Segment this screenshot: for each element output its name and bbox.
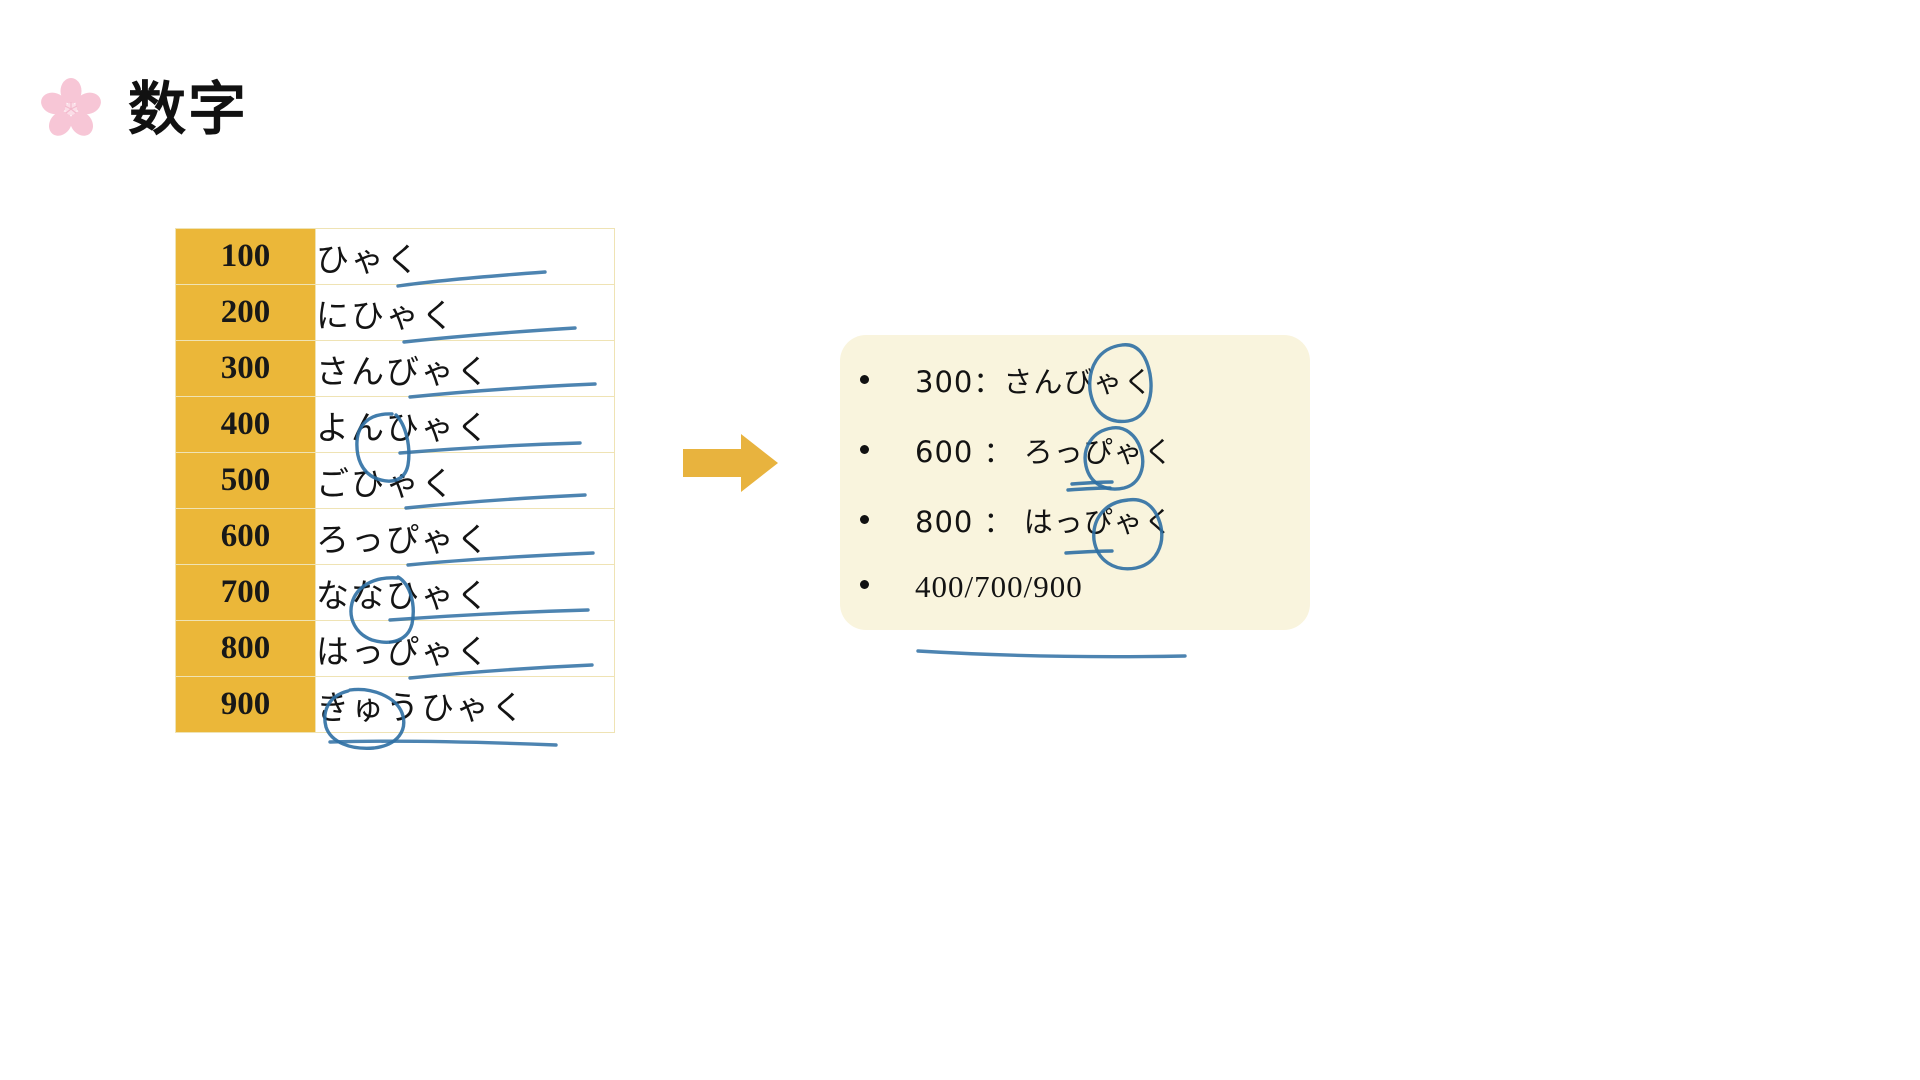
ink-underline-900 bbox=[328, 739, 558, 747]
table-row: 500 ごひゃく bbox=[175, 452, 615, 509]
list-item: 800 ： はっぴゃく bbox=[860, 499, 1300, 569]
table-cell-number: 100 bbox=[175, 228, 316, 285]
bullet-icon bbox=[860, 375, 869, 384]
list-item: 600 ： ろっぴゃく bbox=[860, 429, 1300, 499]
slide-header: 数字 bbox=[40, 78, 248, 140]
table-row: 100 ひゃく bbox=[175, 228, 615, 285]
list-item: 300：さんびゃく bbox=[860, 359, 1300, 429]
table-cell-number: 500 bbox=[175, 452, 316, 509]
table-cell-number: 700 bbox=[175, 564, 316, 621]
table-cell-number: 800 bbox=[175, 620, 316, 677]
table-cell-reading: ろっぴゃく bbox=[315, 508, 615, 565]
table-cell-number: 900 bbox=[175, 676, 316, 733]
page-title: 数字 bbox=[128, 75, 249, 143]
table-row: 600 ろっぴゃく bbox=[175, 508, 615, 565]
table-cell-reading: ひゃく bbox=[315, 228, 615, 285]
summary-item-text: 600 ： ろっぴゃく bbox=[915, 435, 1174, 469]
right-arrow-icon bbox=[683, 432, 779, 494]
numbers-table: 100 ひゃく 200 にひゃく 300 さんびゃく 400 よんひゃく 500… bbox=[175, 228, 615, 733]
table-cell-number: 300 bbox=[175, 340, 316, 397]
summary-item-text: 300：さんびゃく bbox=[915, 365, 1154, 399]
bullet-icon bbox=[860, 445, 869, 454]
table-row: 300 さんびゃく bbox=[175, 340, 615, 397]
summary-item-text: 400/700/900 bbox=[915, 569, 1083, 604]
ink-underline-panel-400-700-900 bbox=[916, 649, 1187, 659]
table-cell-reading: にひゃく bbox=[315, 284, 615, 341]
table-cell-number: 600 bbox=[175, 508, 316, 565]
table-cell-reading: さんびゃく bbox=[315, 340, 615, 397]
table-cell-reading: ななひゃく bbox=[315, 564, 615, 621]
bullet-icon bbox=[860, 580, 869, 589]
sakura-flower-icon bbox=[40, 78, 102, 140]
table-cell-number: 200 bbox=[175, 284, 316, 341]
table-cell-reading: はっぴゃく bbox=[315, 620, 615, 677]
list-item: 400/700/900 bbox=[860, 569, 1300, 639]
table-cell-reading: ごひゃく bbox=[315, 452, 615, 509]
table-row: 400 よんひゃく bbox=[175, 396, 615, 453]
table-cell-reading: よんひゃく bbox=[315, 396, 615, 453]
summary-list: 300：さんびゃく 600 ： ろっぴゃく 800 ： はっぴゃく 400/70… bbox=[860, 359, 1300, 639]
bullet-icon bbox=[860, 515, 869, 524]
table-cell-reading: きゅうひゃく bbox=[315, 676, 615, 733]
table-row: 200 にひゃく bbox=[175, 284, 615, 341]
summary-item-text: 800 ： はっぴゃく bbox=[915, 505, 1174, 539]
summary-panel: 300：さんびゃく 600 ： ろっぴゃく 800 ： はっぴゃく 400/70… bbox=[840, 335, 1310, 630]
table-row: 700 ななひゃく bbox=[175, 564, 615, 621]
table-cell-number: 400 bbox=[175, 396, 316, 453]
table-row: 800 はっぴゃく bbox=[175, 620, 615, 677]
table-row: 900 きゅうひゃく bbox=[175, 676, 615, 733]
